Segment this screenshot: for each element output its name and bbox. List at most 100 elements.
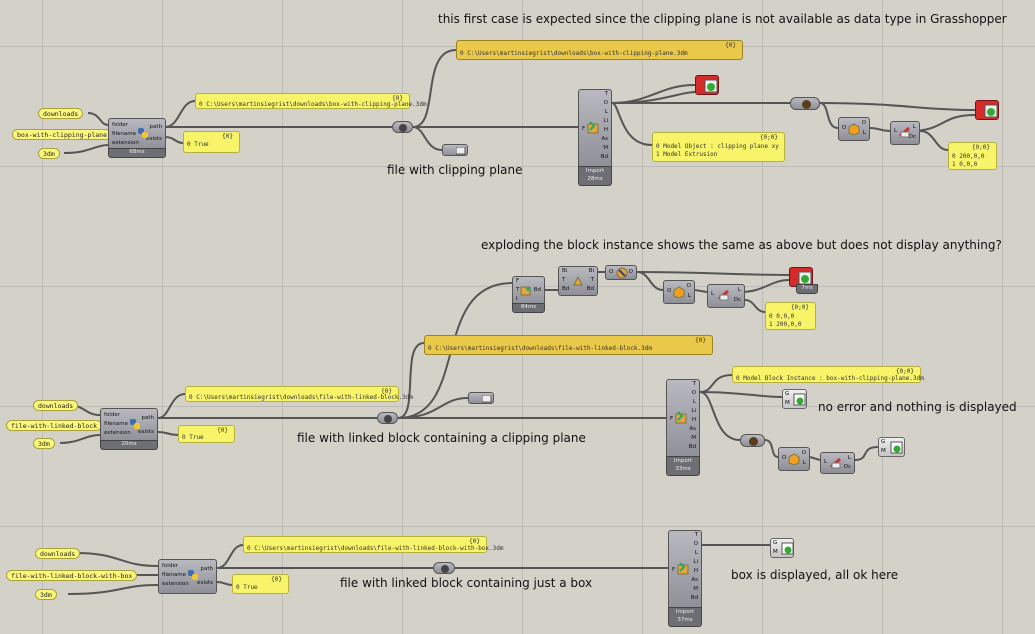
relay-component[interactable] <box>392 121 413 133</box>
output-path-label: path <box>149 124 162 130</box>
relay-icon <box>802 100 811 109</box>
panel-exists[interactable]: {0} 0 True <box>183 131 240 153</box>
line-component[interactable]: L L Dc <box>820 452 855 474</box>
panel-exists[interactable]: {0} 0 True <box>232 574 289 594</box>
filename-input[interactable]: box-with-clipping-plane <box>12 129 113 140</box>
output-label: O <box>693 541 698 547</box>
panel-relay-path[interactable]: {0} 0 C:\Users\martinsiegrist\downloads\… <box>456 40 743 60</box>
deconstruct-object-component[interactable]: O O <box>605 265 637 280</box>
panel-block-instance[interactable]: {0;0} 0 Model Block Instance : box-with-… <box>732 366 924 383</box>
explode-block-component[interactable]: F T I Bd 84ms <box>512 276 545 313</box>
preview-component[interactable]: G M <box>782 389 807 409</box>
relay-icon <box>441 565 449 573</box>
filename-input[interactable]: file-with-linked-block <box>6 420 103 431</box>
output-label: O <box>628 269 633 275</box>
panel-model-objects[interactable]: {0;0} 0 Model Object : clipping plane xy… <box>652 132 785 162</box>
object-icon <box>616 267 628 279</box>
panel-text: 0 True <box>236 584 258 591</box>
preview-error-component[interactable] <box>695 75 719 95</box>
relay-component[interactable] <box>433 562 455 574</box>
panel-relay-path[interactable]: {0} 0 C:\Users\martinsiegrist\downloads\… <box>424 335 713 355</box>
preview-component[interactable]: G M <box>770 538 794 558</box>
python-icon <box>130 419 140 429</box>
input-label: M <box>785 400 790 406</box>
panel-count: {0;0} <box>971 144 990 151</box>
input-label: G <box>881 439 886 445</box>
panel-points[interactable]: {0;0} 0 0,0,0 1 200,0,0 <box>765 302 816 330</box>
output-label: L <box>802 460 806 466</box>
panel-path[interactable]: {0} 0 C:\Users\martinsiegrist\downloads\… <box>185 386 413 402</box>
output-exists-label: exists <box>146 136 162 142</box>
folder-input[interactable]: downloads <box>38 108 84 119</box>
note-linked-block: file with linked block containing a clip… <box>297 431 586 445</box>
toggle-icon <box>482 395 492 403</box>
input-label: L <box>824 459 828 465</box>
preview-icon <box>781 542 794 555</box>
box-component[interactable]: O O L <box>663 280 695 304</box>
preview-icon <box>704 79 718 93</box>
panel-count: {0;0} <box>895 368 914 375</box>
wire <box>809 456 821 461</box>
python-script-component[interactable]: folder filename extension path exists <box>158 559 217 594</box>
wire <box>819 102 976 111</box>
extension-input[interactable]: 3dm <box>33 438 55 449</box>
wire <box>869 127 891 132</box>
input-filename-label: filename <box>112 131 136 137</box>
panel-path[interactable]: {0} 0 C:\Users\martinsiegrist\downloads\… <box>243 536 503 553</box>
relay-component[interactable] <box>740 434 765 447</box>
panel-path[interactable]: {0} 0 C:\Users\martinsiegrist\downloads\… <box>195 93 427 109</box>
panel-points[interactable]: {0;0} 0 200,0,0 1 0,0,0 <box>948 142 997 170</box>
relay-component[interactable] <box>377 412 398 424</box>
preview-component[interactable]: G M <box>878 437 905 457</box>
disabled-component[interactable] <box>468 392 494 404</box>
extension-input[interactable]: 3dm <box>38 148 60 159</box>
wire <box>699 374 733 393</box>
preview-error-component[interactable] <box>975 100 999 120</box>
box-component[interactable]: O O L <box>838 117 870 141</box>
box-component[interactable]: O O L <box>778 447 810 471</box>
toggle-icon <box>456 147 466 155</box>
runtime-label: 7ms <box>796 284 818 294</box>
preview-icon <box>984 104 998 118</box>
wire <box>164 100 196 128</box>
wire <box>919 130 949 151</box>
output-label: H <box>693 568 698 574</box>
output-label: M <box>691 435 696 441</box>
relay-component[interactable] <box>790 97 820 110</box>
note-linked-box: file with linked block containing just a… <box>340 576 593 590</box>
panel-count: {0;0} <box>790 304 809 311</box>
relay-icon <box>384 415 392 423</box>
output-label: T <box>604 91 608 97</box>
folder-input[interactable]: downloads <box>35 548 81 559</box>
runtime-label: 68ms <box>108 148 166 158</box>
preview-error-component[interactable]: 7ms <box>789 267 818 294</box>
wire <box>87 112 109 126</box>
block-info-component[interactable]: Bi T Bd Bi T Bd <box>558 266 598 296</box>
output-path-label: path <box>141 415 154 421</box>
wire <box>216 581 233 586</box>
input-label: T <box>562 277 566 283</box>
output-label: Bd <box>586 286 594 292</box>
wire <box>412 126 443 151</box>
line-component[interactable]: L L Dc <box>707 284 745 308</box>
panel-text: 0 C:\Users\martinsiegrist\downloads\box-… <box>460 50 688 57</box>
extension-input[interactable]: 3dm <box>35 589 57 600</box>
panel-exists[interactable]: {0} 0 True <box>178 425 235 443</box>
note-exploding: exploding the block instance shows the s… <box>481 238 1002 252</box>
folder-input[interactable]: downloads <box>33 400 79 411</box>
python-script-component[interactable]: folder filename extension path exists 20… <box>100 408 158 450</box>
python-icon <box>138 128 148 138</box>
wire <box>216 544 244 569</box>
runtime-label: 84ms <box>512 303 545 313</box>
output-label: Dc <box>843 464 851 470</box>
python-script-component[interactable]: folder filename extension path exists 68… <box>108 118 166 158</box>
filename-input[interactable]: file-with-linked-block-with-box <box>6 570 138 581</box>
import-label: Import <box>675 609 695 615</box>
line-component[interactable]: L L Dc <box>890 121 920 145</box>
output-label: L <box>847 455 851 461</box>
disabled-component[interactable] <box>442 144 468 156</box>
